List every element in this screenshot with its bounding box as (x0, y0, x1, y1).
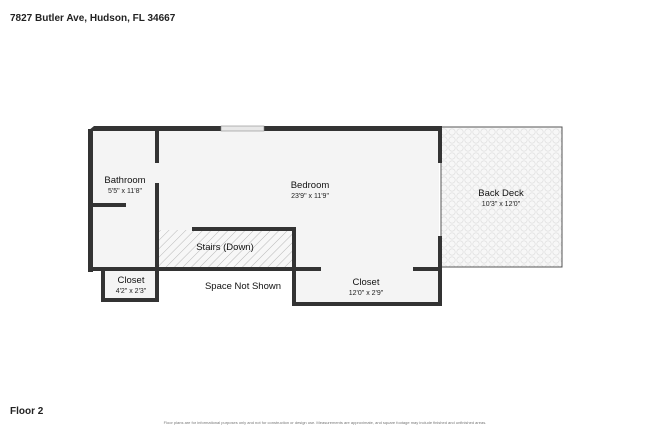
closet-right-floor (296, 269, 439, 304)
back-deck-floor (440, 126, 563, 268)
back-deck-label: Back Deck (478, 188, 524, 199)
address-title: 7827 Butler Ave, Hudson, FL 34667 (10, 13, 176, 24)
closet-right-label: Closet (353, 277, 380, 288)
bathroom-label: Bathroom (104, 175, 145, 186)
space-not-shown-label: Space Not Shown (205, 281, 281, 292)
closet-left-dims: 4'2" x 2'3" (116, 288, 147, 295)
back-deck-dims: 10'3" x 12'0" (482, 201, 521, 208)
closet-left-floor (104, 269, 158, 299)
walls (88, 125, 442, 306)
stairs-label: Stairs (Down) (196, 242, 254, 253)
disclaimer-text: Floor plans are for informational purpos… (163, 420, 487, 425)
closet-left-label: Closet (118, 275, 145, 286)
bedroom-label: Bedroom (291, 180, 330, 191)
bedroom-dims: 23'9" x 11'9" (291, 193, 329, 200)
bathroom-floor (91, 130, 157, 269)
floor-label: Floor 2 (10, 406, 44, 417)
bathroom-dims: 5'5" x 11'8" (108, 188, 142, 195)
window-marker (220, 125, 265, 132)
closet-right-dims: 12'0" x 2'9" (349, 290, 384, 297)
stairs-area (159, 230, 294, 267)
